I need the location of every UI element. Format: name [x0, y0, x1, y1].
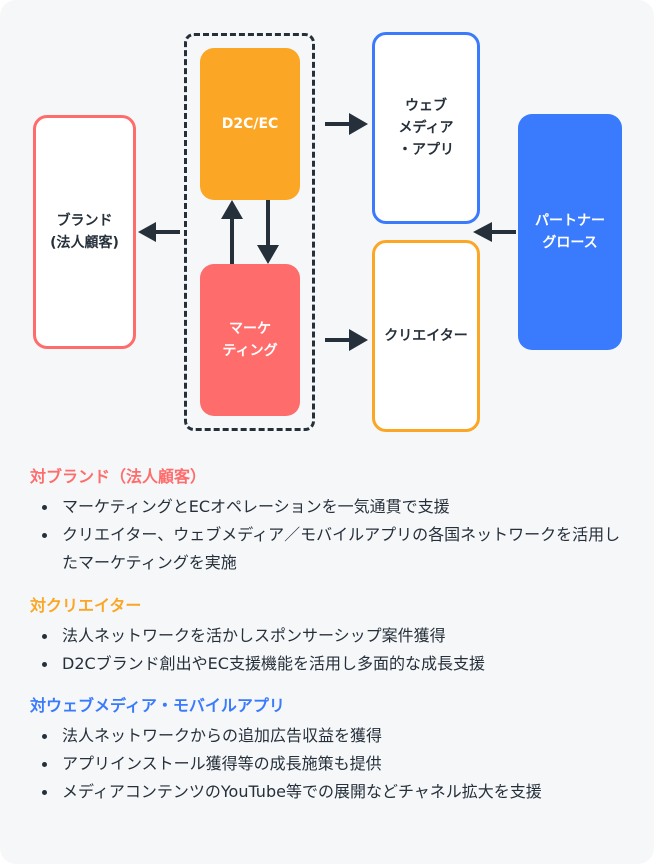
arrow-to-brand — [138, 222, 180, 242]
bullet-item: 法人ネットワークからの追加広告収益を獲得 — [30, 722, 630, 750]
node-brand: ブランド (法人顧客) — [33, 115, 136, 349]
arrow-from-partner-growth — [473, 222, 516, 242]
bullet-text: クリエイター、ウェブメディア／モバイルアプリの各国ネットワークを活用したマーケテ… — [62, 525, 621, 572]
arrow-to-web-media — [325, 113, 368, 135]
bullet-text: 法人ネットワークからの追加広告収益を獲得 — [62, 726, 383, 745]
business-diagram: ブランド (法人顧客) D2C/EC マーケ ティング ウェブ メディア ・アプ… — [33, 32, 622, 432]
bullet-dot-icon — [42, 790, 47, 795]
node-d2c-ec-label: D2C/EC — [221, 116, 279, 132]
section-creator-title: 対クリエイター — [30, 596, 142, 615]
bullet-dot-icon — [42, 634, 47, 639]
arrows-layer — [138, 113, 516, 351]
section-brand: 対ブランド（法人顧客） マーケティングとECオペレーションを一気通貫で支援 クリ… — [30, 465, 630, 577]
arrow-d2c-to-marketing — [257, 200, 279, 264]
node-brand-label: ブランド (法人顧客) — [50, 213, 119, 251]
bullet-dot-icon — [42, 762, 47, 767]
node-partner-growth: パートナー グロース — [518, 114, 622, 350]
bullet-text: 法人ネットワークを活かしスポンサーシップ案件獲得 — [62, 626, 446, 645]
arrow-marketing-to-d2c — [221, 200, 243, 264]
bullet-text: D2Cブランド創出やEC支援機能を活用し多面的な成長支援 — [62, 654, 485, 673]
bullet-item: 法人ネットワークを活かしスポンサーシップ案件獲得 — [30, 622, 630, 650]
d2c-marketing-group — [184, 33, 315, 431]
section-web-media: 対ウェブメディア・モバイルアプリ 法人ネットワークからの追加広告収益を獲得 アプ… — [30, 694, 630, 806]
section-creator-bullets: 法人ネットワークを活かしスポンサーシップ案件獲得 D2Cブランド創出やEC支援機… — [30, 622, 630, 678]
section-web-media-title: 対ウェブメディア・モバイルアプリ — [30, 696, 285, 715]
bullet-item: メディアコンテンツのYouTube等での展開などチャネル拡大を支援 — [30, 778, 630, 806]
bullet-item: D2Cブランド創出やEC支援機能を活用し多面的な成長支援 — [30, 650, 630, 678]
bullet-item: アプリインストール獲得等の成長施策も提供 — [30, 750, 630, 778]
node-partner-growth-label: パートナー グロース — [535, 213, 605, 251]
section-brand-title: 対ブランド（法人顧客） — [30, 467, 207, 486]
bullet-dot-icon — [42, 533, 47, 538]
section-brand-bullets: マーケティングとECオペレーションを一気通貫で支援 クリエイター、ウェブメディア… — [30, 493, 630, 577]
bullet-item: クリエイター、ウェブメディア／モバイルアプリの各国ネットワークを活用したマーケテ… — [30, 521, 630, 577]
bullet-text: マーケティングとECオペレーションを一気通貫で支援 — [62, 497, 450, 516]
node-web-media-app-label: ウェブ メディア ・アプリ — [398, 98, 454, 158]
node-creator-label: クリエイター — [384, 328, 468, 344]
bullet-text: アプリインストール獲得等の成長施策も提供 — [62, 754, 382, 773]
bullet-dot-icon — [42, 662, 47, 667]
node-web-media-app: ウェブ メディア ・アプリ — [372, 32, 480, 224]
node-marketing: マーケ ティング — [200, 264, 300, 416]
bullet-text: メディアコンテンツのYouTube等での展開などチャネル拡大を支援 — [62, 782, 542, 801]
bullet-dot-icon — [42, 734, 47, 739]
node-d2c-ec: D2C/EC — [200, 48, 300, 200]
bullet-dot-icon — [42, 505, 47, 510]
node-marketing-label: マーケ ティング — [222, 321, 278, 359]
node-creator: クリエイター — [372, 240, 480, 432]
bullet-item: マーケティングとECオペレーションを一気通貫で支援 — [30, 493, 630, 521]
section-web-media-bullets: 法人ネットワークからの追加広告収益を獲得 アプリインストール獲得等の成長施策も提… — [30, 722, 630, 806]
arrow-to-creator — [325, 329, 368, 351]
section-creator: 対クリエイター 法人ネットワークを活かしスポンサーシップ案件獲得 D2Cブランド… — [30, 594, 630, 678]
